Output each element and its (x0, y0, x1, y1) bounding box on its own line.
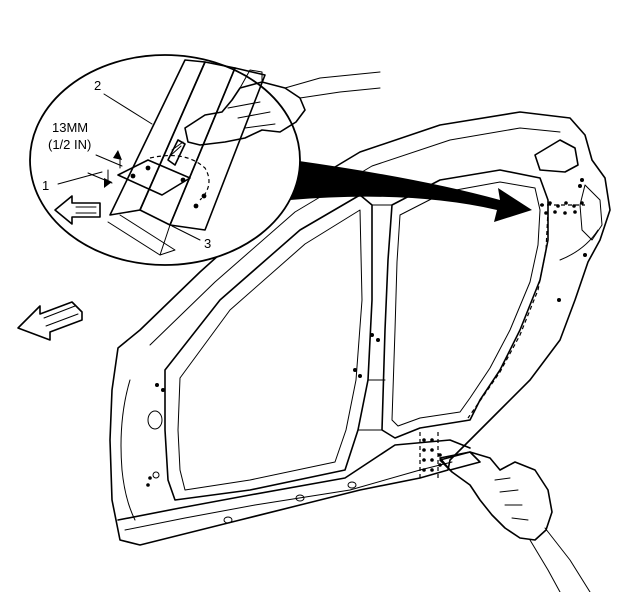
dimension-mm-label: 13MM (52, 120, 88, 135)
body-side-panel (109, 111, 611, 546)
dimension-in-label: (1/2 IN) (48, 137, 91, 152)
callout-leaders (57, 93, 201, 241)
callout-label-2: 2 (94, 78, 101, 93)
front-direction-arrow (17, 301, 83, 341)
spot-weld-cluster-sill (422, 438, 442, 472)
lower-gloved-hand (439, 451, 591, 592)
detail-pointer-arrow (290, 160, 532, 222)
spot-weld-row-top (540, 201, 584, 215)
upper-gloved-hand (184, 69, 381, 146)
callout-label-3: 3 (204, 236, 211, 251)
detail-circle (29, 54, 301, 266)
detail-front-arrow (54, 195, 101, 225)
detail-view-content (107, 59, 266, 256)
dimension-indicator (87, 150, 123, 188)
cut-line-rear-opening (419, 204, 585, 478)
callout-label-1: 1 (42, 178, 49, 193)
